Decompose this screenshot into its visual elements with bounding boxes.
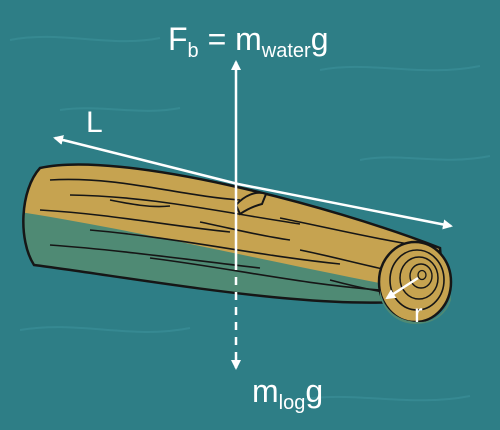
radius-arrow: [385, 276, 419, 300]
weight-label: mlogg: [252, 373, 323, 414]
length-arrow: [53, 135, 453, 230]
radius-label: r: [414, 298, 423, 328]
length-label: L: [86, 106, 103, 139]
log-end-section: [377, 240, 453, 324]
branch-stub: [234, 191, 268, 216]
water-ripples: [9, 35, 491, 402]
log-outline: [22, 163, 446, 304]
buoyant-force-label: Fb = mwaterg: [168, 21, 329, 62]
